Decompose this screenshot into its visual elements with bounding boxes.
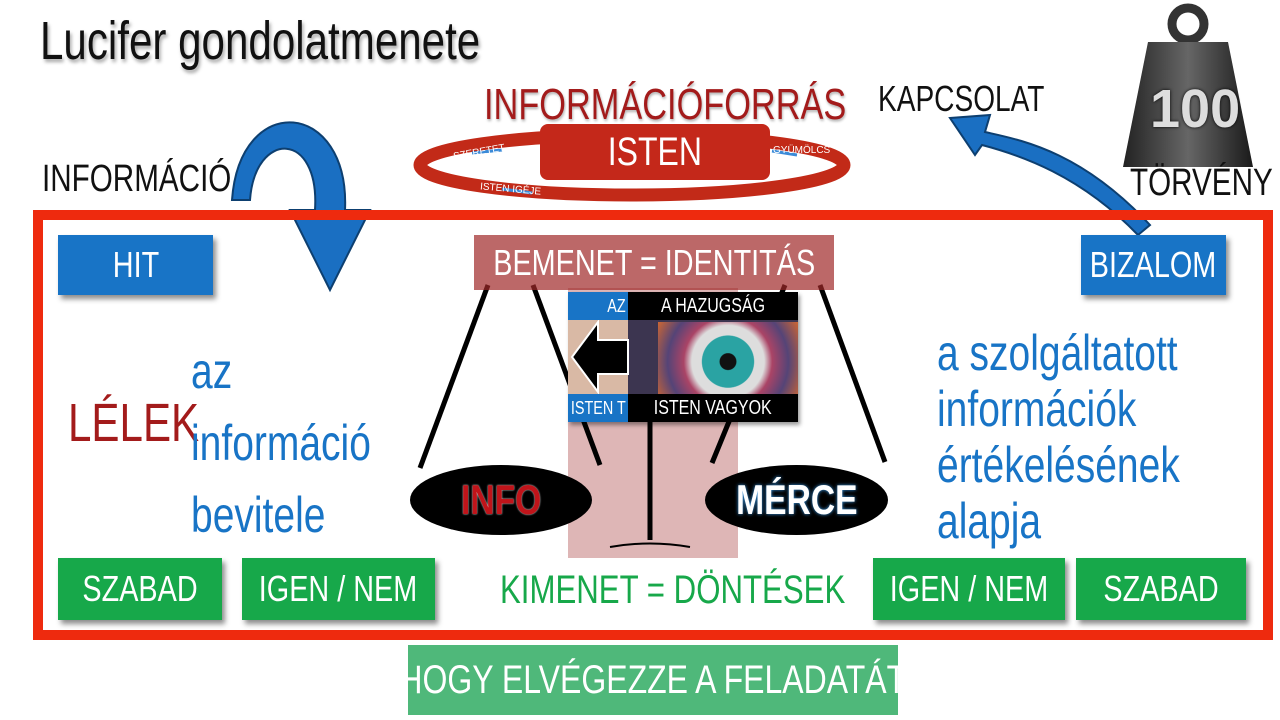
- szabad-left-box: SZABAD: [58, 558, 222, 620]
- hit-box: HIT: [58, 235, 213, 295]
- szabad-right-box: SZABAD: [1076, 558, 1246, 620]
- source-title: INFORMÁCIÓFORRÁS: [484, 80, 847, 129]
- kapcsolat-arrow-icon: [948, 113, 1152, 237]
- weight-icon: [1123, 3, 1253, 167]
- kimenet-label: KIMENET = DÖNTÉSEK: [500, 568, 846, 612]
- eye-left-top: AZ: [568, 292, 628, 320]
- eye-left-bottom: ISTEN T: [568, 394, 628, 422]
- weight-label: 100: [1150, 79, 1241, 139]
- bemenet-bar: BEMENET = IDENTITÁS: [474, 235, 834, 290]
- isten-box: ISTEN: [540, 124, 770, 180]
- eye-bottom-label: ISTEN VAGYOK: [628, 394, 798, 422]
- footer-box: HOGY ELVÉGEZZE A FELADATÁT: [400, 645, 906, 715]
- eye-image: AZ ISTEN T A HAZUGSÁG ISTEN VAGYOK: [568, 292, 798, 422]
- bizalom-box: BIZALOM: [1081, 235, 1226, 295]
- informacio-label: INFORMÁCIÓ: [42, 158, 232, 200]
- kapcsolat-label: KAPCSOLAT: [878, 78, 1045, 119]
- torveny-label: TÖRVÉNY: [1130, 162, 1273, 204]
- igen-nem-right-box: IGEN / NEM: [873, 558, 1065, 620]
- lelek-label: LÉLEK: [68, 393, 200, 453]
- igen-nem-left-box: IGEN / NEM: [242, 558, 435, 620]
- arrow-left-icon: [570, 320, 629, 394]
- eye-top-label: A HAZUGSÁG: [628, 292, 798, 320]
- eye-picture: [658, 322, 798, 394]
- page-title: Lucifer gondolatmenete: [40, 11, 481, 71]
- ring-label: GYÜMÖLCS: [773, 145, 831, 156]
- info-ellipse: INFO: [410, 465, 592, 535]
- merce-ellipse: MÉRCE: [705, 465, 888, 535]
- soul-frame: [33, 210, 1273, 640]
